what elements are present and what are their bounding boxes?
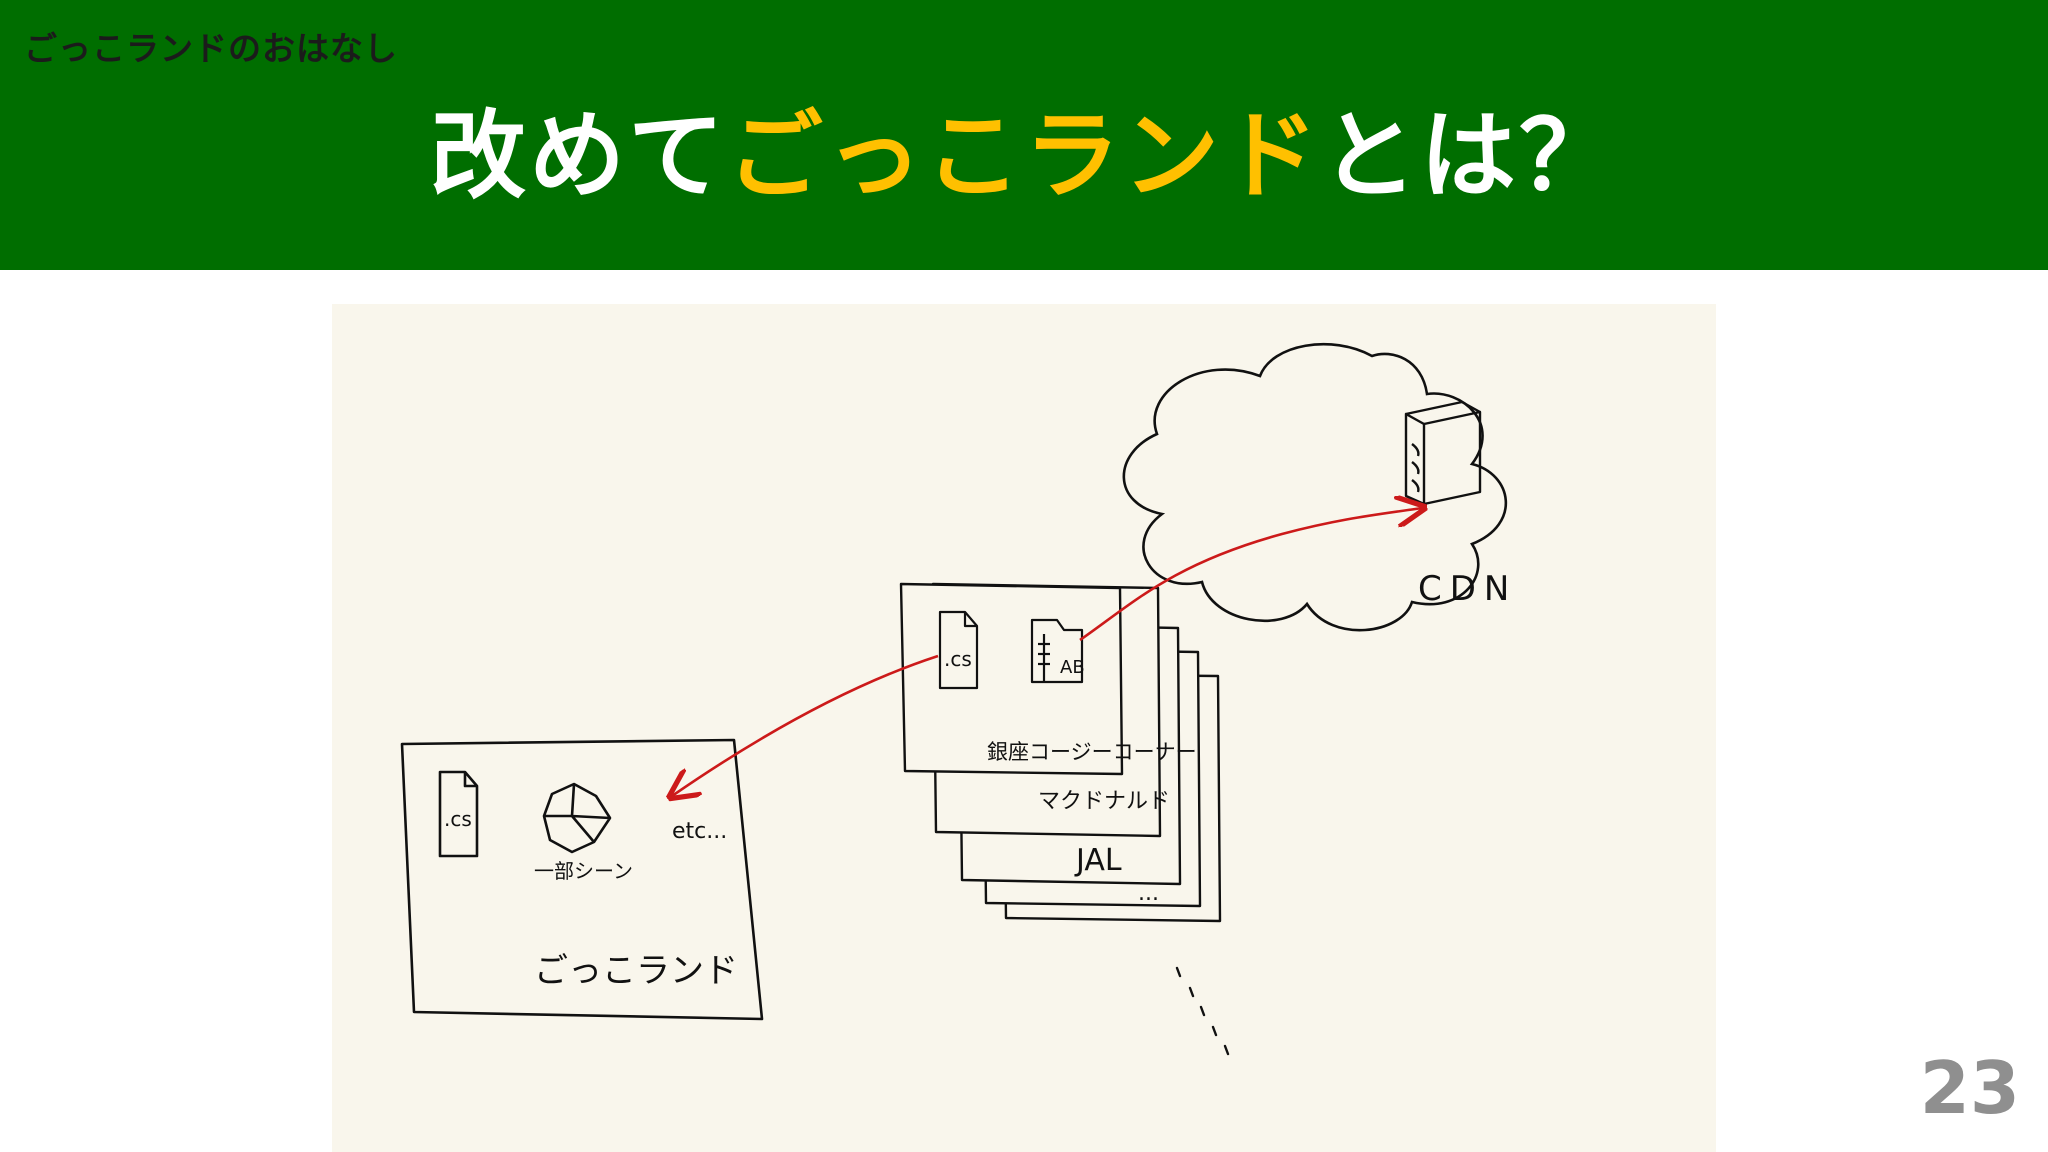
server-icon <box>1404 400 1482 506</box>
more-cards-dots <box>1175 966 1230 1056</box>
file-icon <box>938 610 979 690</box>
unity-logo-icon <box>542 782 612 854</box>
title-prefix: 改めて <box>430 100 727 212</box>
header-bar: ごっこランドのおはなし 改めてごっこランドとは？ <box>0 0 2048 270</box>
gokko-land-label: ごっこランド <box>534 951 738 991</box>
card-file-label: .cs <box>944 647 972 671</box>
scene-label: 一部シーン <box>534 859 633 883</box>
card-name-ginza: 銀座コージーコーナー <box>987 740 1197 764</box>
content-card-front <box>899 582 1124 776</box>
page-number: 23 <box>1919 1046 2020 1130</box>
arrow-cs-to-gokko <box>672 654 939 796</box>
title-suffix: とは？ <box>1321 100 1618 212</box>
gokko-file-label: .cs <box>444 807 472 831</box>
title-accent: ごっこランド <box>727 100 1321 212</box>
gokko-file-icon <box>438 770 479 858</box>
card-name-mcdonalds: マクドナルド <box>1038 789 1170 814</box>
cloud-shape <box>1122 342 1508 632</box>
sketch-diagram: .cs AB 銀座コージーコーナー マクドナルド JAL ... .cs 一部シ… <box>400 342 1517 1056</box>
arrow-cards-to-cdn <box>1079 508 1422 642</box>
section-label: ごっこランドのおはなし <box>24 29 398 68</box>
gokko-land-box <box>400 738 764 1021</box>
etc-label: etc... <box>672 819 727 844</box>
slide-title: 改めてごっこランドとは？ <box>0 78 2048 217</box>
more-cards-label: ... <box>1138 881 1159 906</box>
cdn-label: CDN <box>1418 569 1517 609</box>
diagram-canvas: .cs AB 銀座コージーコーナー マクドナルド JAL ... .cs 一部シ… <box>332 304 1716 1152</box>
bundle-label: AB <box>1060 657 1085 678</box>
card-name-jal: JAL <box>1074 843 1122 878</box>
bundle-icon <box>1030 618 1084 684</box>
